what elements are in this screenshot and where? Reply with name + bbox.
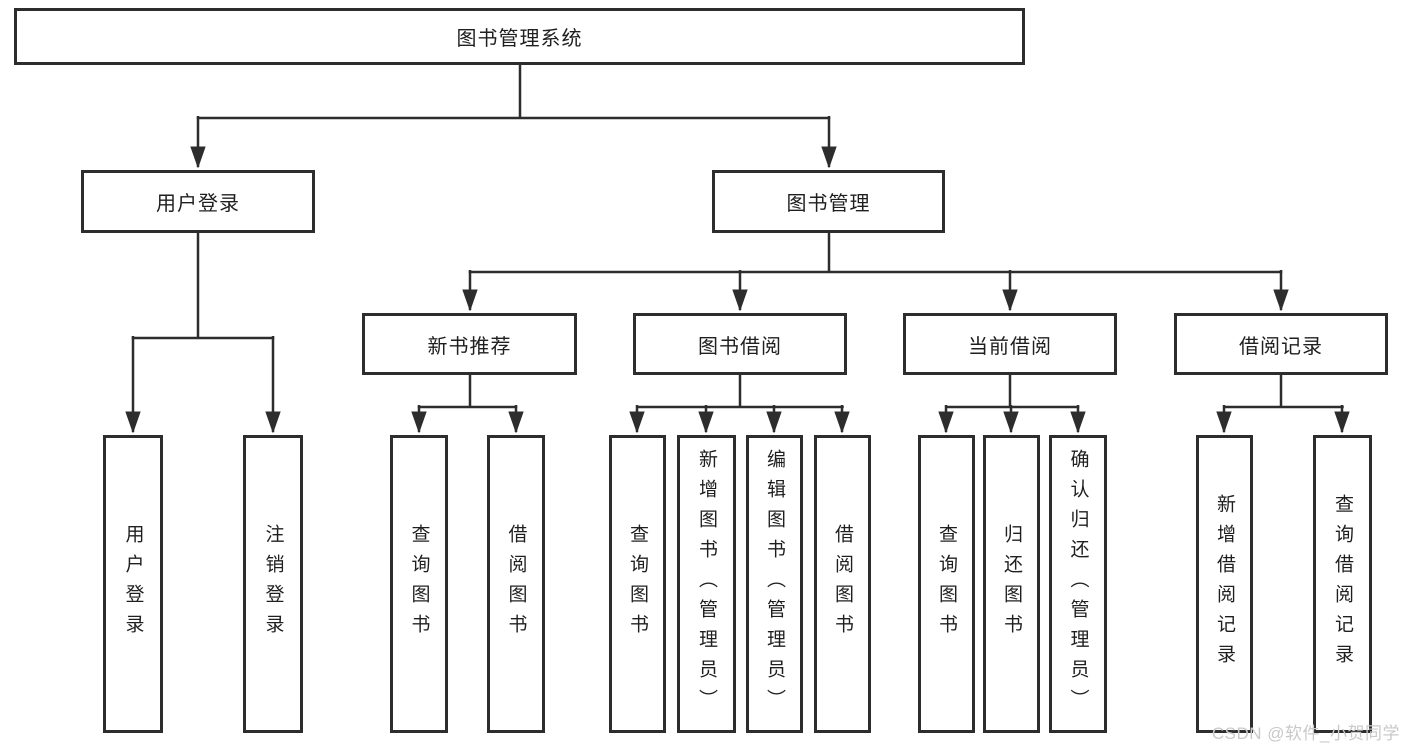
node-book-borrow: 图书借阅 xyxy=(633,313,847,375)
leaf-query-borrow-record: 查询借阅记录 xyxy=(1313,435,1372,733)
leaf-query-books-current: 查询图书 xyxy=(918,435,975,733)
csdn-watermark: CSDN @软件_小贺同学 xyxy=(1211,724,1400,743)
node-borrow-records: 借阅记录 xyxy=(1174,313,1388,375)
connector-user-login xyxy=(132,233,275,432)
node-book-management: 图书管理 xyxy=(712,170,945,233)
connector-book-borrow xyxy=(636,375,844,432)
connector-new-book-recommend xyxy=(418,375,518,432)
leaf-add-book-admin: 新增图书（管理员） xyxy=(677,435,736,733)
node-user-login: 用户登录 xyxy=(81,170,315,233)
leaf-query-books-recommend: 查询图书 xyxy=(390,435,448,733)
leaf-query-books-borrow: 查询图书 xyxy=(609,435,666,733)
leaf-add-borrow-record: 新增借阅记录 xyxy=(1196,435,1253,733)
connector-book-management xyxy=(469,233,1283,310)
connector-borrow-records xyxy=(1223,375,1344,432)
leaf-borrow-books: 借阅图书 xyxy=(814,435,871,733)
leaf-confirm-return-admin: 确认归还（管理员） xyxy=(1049,435,1107,733)
connector-root xyxy=(197,65,831,167)
leaf-user-login: 用户登录 xyxy=(103,435,163,733)
leaf-logout: 注销登录 xyxy=(243,435,303,733)
node-new-book-recommend: 新书推荐 xyxy=(362,313,577,375)
leaf-edit-book-admin: 编辑图书（管理员） xyxy=(746,435,803,733)
node-root-library-system: 图书管理系统 xyxy=(14,8,1025,65)
node-current-borrow: 当前借阅 xyxy=(903,313,1117,375)
leaf-return-book: 归还图书 xyxy=(983,435,1040,733)
connector-current-borrow xyxy=(945,375,1079,432)
leaf-borrow-books-recommend: 借阅图书 xyxy=(487,435,545,733)
